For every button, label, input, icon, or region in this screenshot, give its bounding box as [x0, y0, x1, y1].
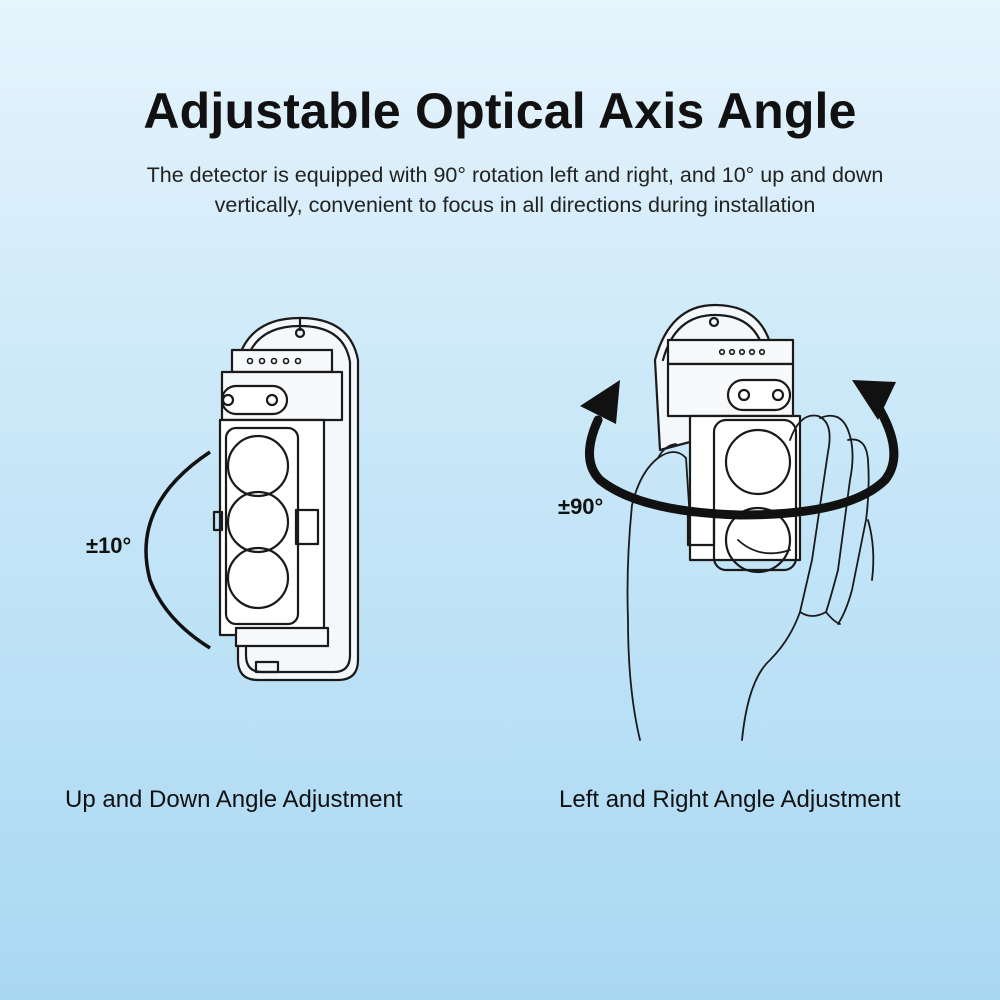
page-subtitle: The detector is equipped with 90° rotati… — [146, 163, 884, 217]
vertical-angle-label: ±10° — [86, 533, 132, 558]
page-title: Adjustable Optical Axis Angle — [143, 83, 857, 139]
caption-left-right: Left and Right Angle Adjustment — [559, 786, 901, 813]
caption-up-down: Up and Down Angle Adjustment — [65, 786, 403, 813]
rotation-angle-label: ±90° — [558, 494, 604, 519]
